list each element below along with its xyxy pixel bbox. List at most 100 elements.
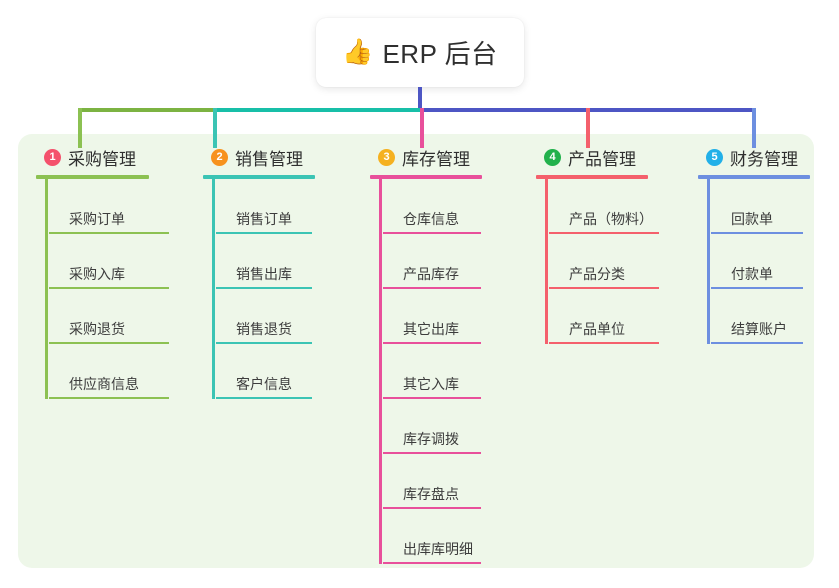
branch-item-rule (711, 232, 803, 234)
branch-header-rule (203, 175, 315, 179)
drop-connector-1 (78, 108, 82, 148)
branch-item-rule (49, 287, 169, 289)
branch-title: 库存管理 (402, 149, 470, 169)
branch-item-list: 采购订单采购入库采购退货供应商信息 (36, 179, 169, 399)
branch-item-rule (549, 342, 659, 344)
branch-item-label: 产品单位 (569, 321, 625, 337)
branch-item-label: 采购订单 (69, 211, 125, 227)
branch-header-rule (36, 175, 149, 179)
branch-header-1[interactable]: 1 采购管理 (36, 145, 149, 169)
branch-item-rule (383, 397, 481, 399)
root-node[interactable]: 👍 ERP 后台 (316, 18, 524, 87)
branch-item[interactable]: 其它出库 (374, 289, 482, 344)
branch-item-label: 客户信息 (236, 376, 292, 392)
branch-item-rule (549, 287, 659, 289)
branch-column-3: 3 库存管理仓库信息产品库存其它出库其它入库库存调拨库存盘点出库库明细 (370, 145, 482, 564)
branch-item-rule (216, 342, 312, 344)
root-node-title: ERP 后台 (382, 39, 498, 69)
branch-item-label: 其它出库 (403, 321, 459, 337)
branch-item[interactable]: 出库库明细 (374, 509, 482, 564)
branch-item-rule (383, 452, 481, 454)
branch-header-3[interactable]: 3 库存管理 (370, 145, 482, 169)
branch-item[interactable]: 仓库信息 (374, 179, 482, 234)
branch-item-rule (383, 562, 481, 564)
branch-item-rule (216, 287, 312, 289)
branch-column-4: 4 产品管理产品（物料） 产品分类产品单位 (536, 145, 659, 344)
branch-item-label: 销售订单 (236, 211, 292, 227)
branch-item-list: 销售订单销售出库销售退货客户信息 (203, 179, 315, 399)
branch-item-label: 其它入库 (403, 376, 459, 392)
branch-header-5[interactable]: 5 财务管理 (698, 145, 810, 169)
branch-number-badge: 1 (44, 148, 61, 166)
branch-item[interactable]: 销售出库 (207, 234, 315, 289)
branch-item[interactable]: 客户信息 (207, 344, 315, 399)
branch-item-rule (383, 232, 481, 234)
branch-item-rule (549, 232, 659, 234)
branch-item-list: 仓库信息产品库存其它出库其它入库库存调拨库存盘点出库库明细 (370, 179, 482, 564)
branch-item[interactable]: 结算账户 (702, 289, 810, 344)
branch-spine (379, 179, 382, 564)
branch-item-label: 出库库明细 (403, 541, 473, 557)
branch-item-label: 产品库存 (403, 266, 459, 282)
branch-title: 财务管理 (730, 149, 798, 169)
branch-item[interactable]: 采购退货 (40, 289, 169, 344)
branch-item-label: 库存调拨 (403, 431, 459, 447)
branch-header-4[interactable]: 4 产品管理 (536, 145, 653, 169)
drop-connector-3 (420, 108, 424, 148)
branch-header-rule (536, 175, 648, 179)
branch-title: 产品管理 (568, 149, 636, 169)
branch-spine (707, 179, 710, 344)
branch-number-badge: 2 (211, 148, 228, 166)
drop-connector-4 (586, 108, 590, 148)
branch-spine (45, 179, 48, 399)
branch-item[interactable]: 其它入库 (374, 344, 482, 399)
branch-item[interactable]: 销售订单 (207, 179, 315, 234)
branch-item[interactable]: 产品单位 (540, 289, 659, 344)
branch-item-rule (711, 287, 803, 289)
branch-item-list: 产品（物料） 产品分类产品单位 (536, 179, 659, 344)
branch-item-label: 库存盘点 (403, 486, 459, 502)
branch-item-label: 采购入库 (69, 266, 125, 282)
branch-item[interactable]: 采购入库 (40, 234, 169, 289)
branch-item-rule (711, 342, 803, 344)
branch-item[interactable]: 销售退货 (207, 289, 315, 344)
branch-item-label: 销售退货 (236, 321, 292, 337)
branch-item[interactable]: 供应商信息 (40, 344, 169, 399)
branch-number-badge: 4 (544, 148, 561, 166)
branch-item[interactable]: 库存调拨 (374, 399, 482, 454)
branch-item-label: 产品（物料） (569, 211, 653, 227)
branch-title: 采购管理 (68, 149, 136, 169)
branch-item[interactable]: 产品（物料） (540, 179, 659, 234)
branch-item[interactable]: 付款单 (702, 234, 810, 289)
branch-item[interactable]: 产品分类 (540, 234, 659, 289)
branch-item-label: 结算账户 (731, 321, 787, 337)
branch-item-rule (383, 342, 481, 344)
branch-column-5: 5 财务管理回款单付款单结算账户 (698, 145, 810, 344)
branch-item[interactable]: 回款单 (702, 179, 810, 234)
branch-spine (212, 179, 215, 399)
branch-item-rule (383, 287, 481, 289)
branch-number-badge: 3 (378, 148, 395, 166)
branch-header-rule (698, 175, 810, 179)
branch-item-rule (383, 507, 481, 509)
bus-segment-1 (78, 108, 213, 112)
drop-connector-2 (213, 108, 217, 148)
branch-column-1: 1 采购管理采购订单采购入库采购退货供应商信息 (36, 145, 169, 399)
diagram-backdrop-panel (18, 134, 814, 568)
branch-item-label: 仓库信息 (403, 211, 459, 227)
drop-connector-5 (752, 108, 756, 148)
branch-item-rule (216, 397, 312, 399)
thumbs-up-icon: 👍 (342, 38, 374, 66)
branch-item-label: 回款单 (731, 211, 773, 227)
branch-number-badge: 5 (706, 148, 723, 166)
branch-item[interactable]: 产品库存 (374, 234, 482, 289)
root-stem-connector (418, 87, 422, 111)
branch-item-rule (49, 342, 169, 344)
branch-item-label: 付款单 (731, 266, 773, 282)
branch-item-rule (49, 232, 169, 234)
branch-item[interactable]: 库存盘点 (374, 454, 482, 509)
branch-item[interactable]: 采购订单 (40, 179, 169, 234)
